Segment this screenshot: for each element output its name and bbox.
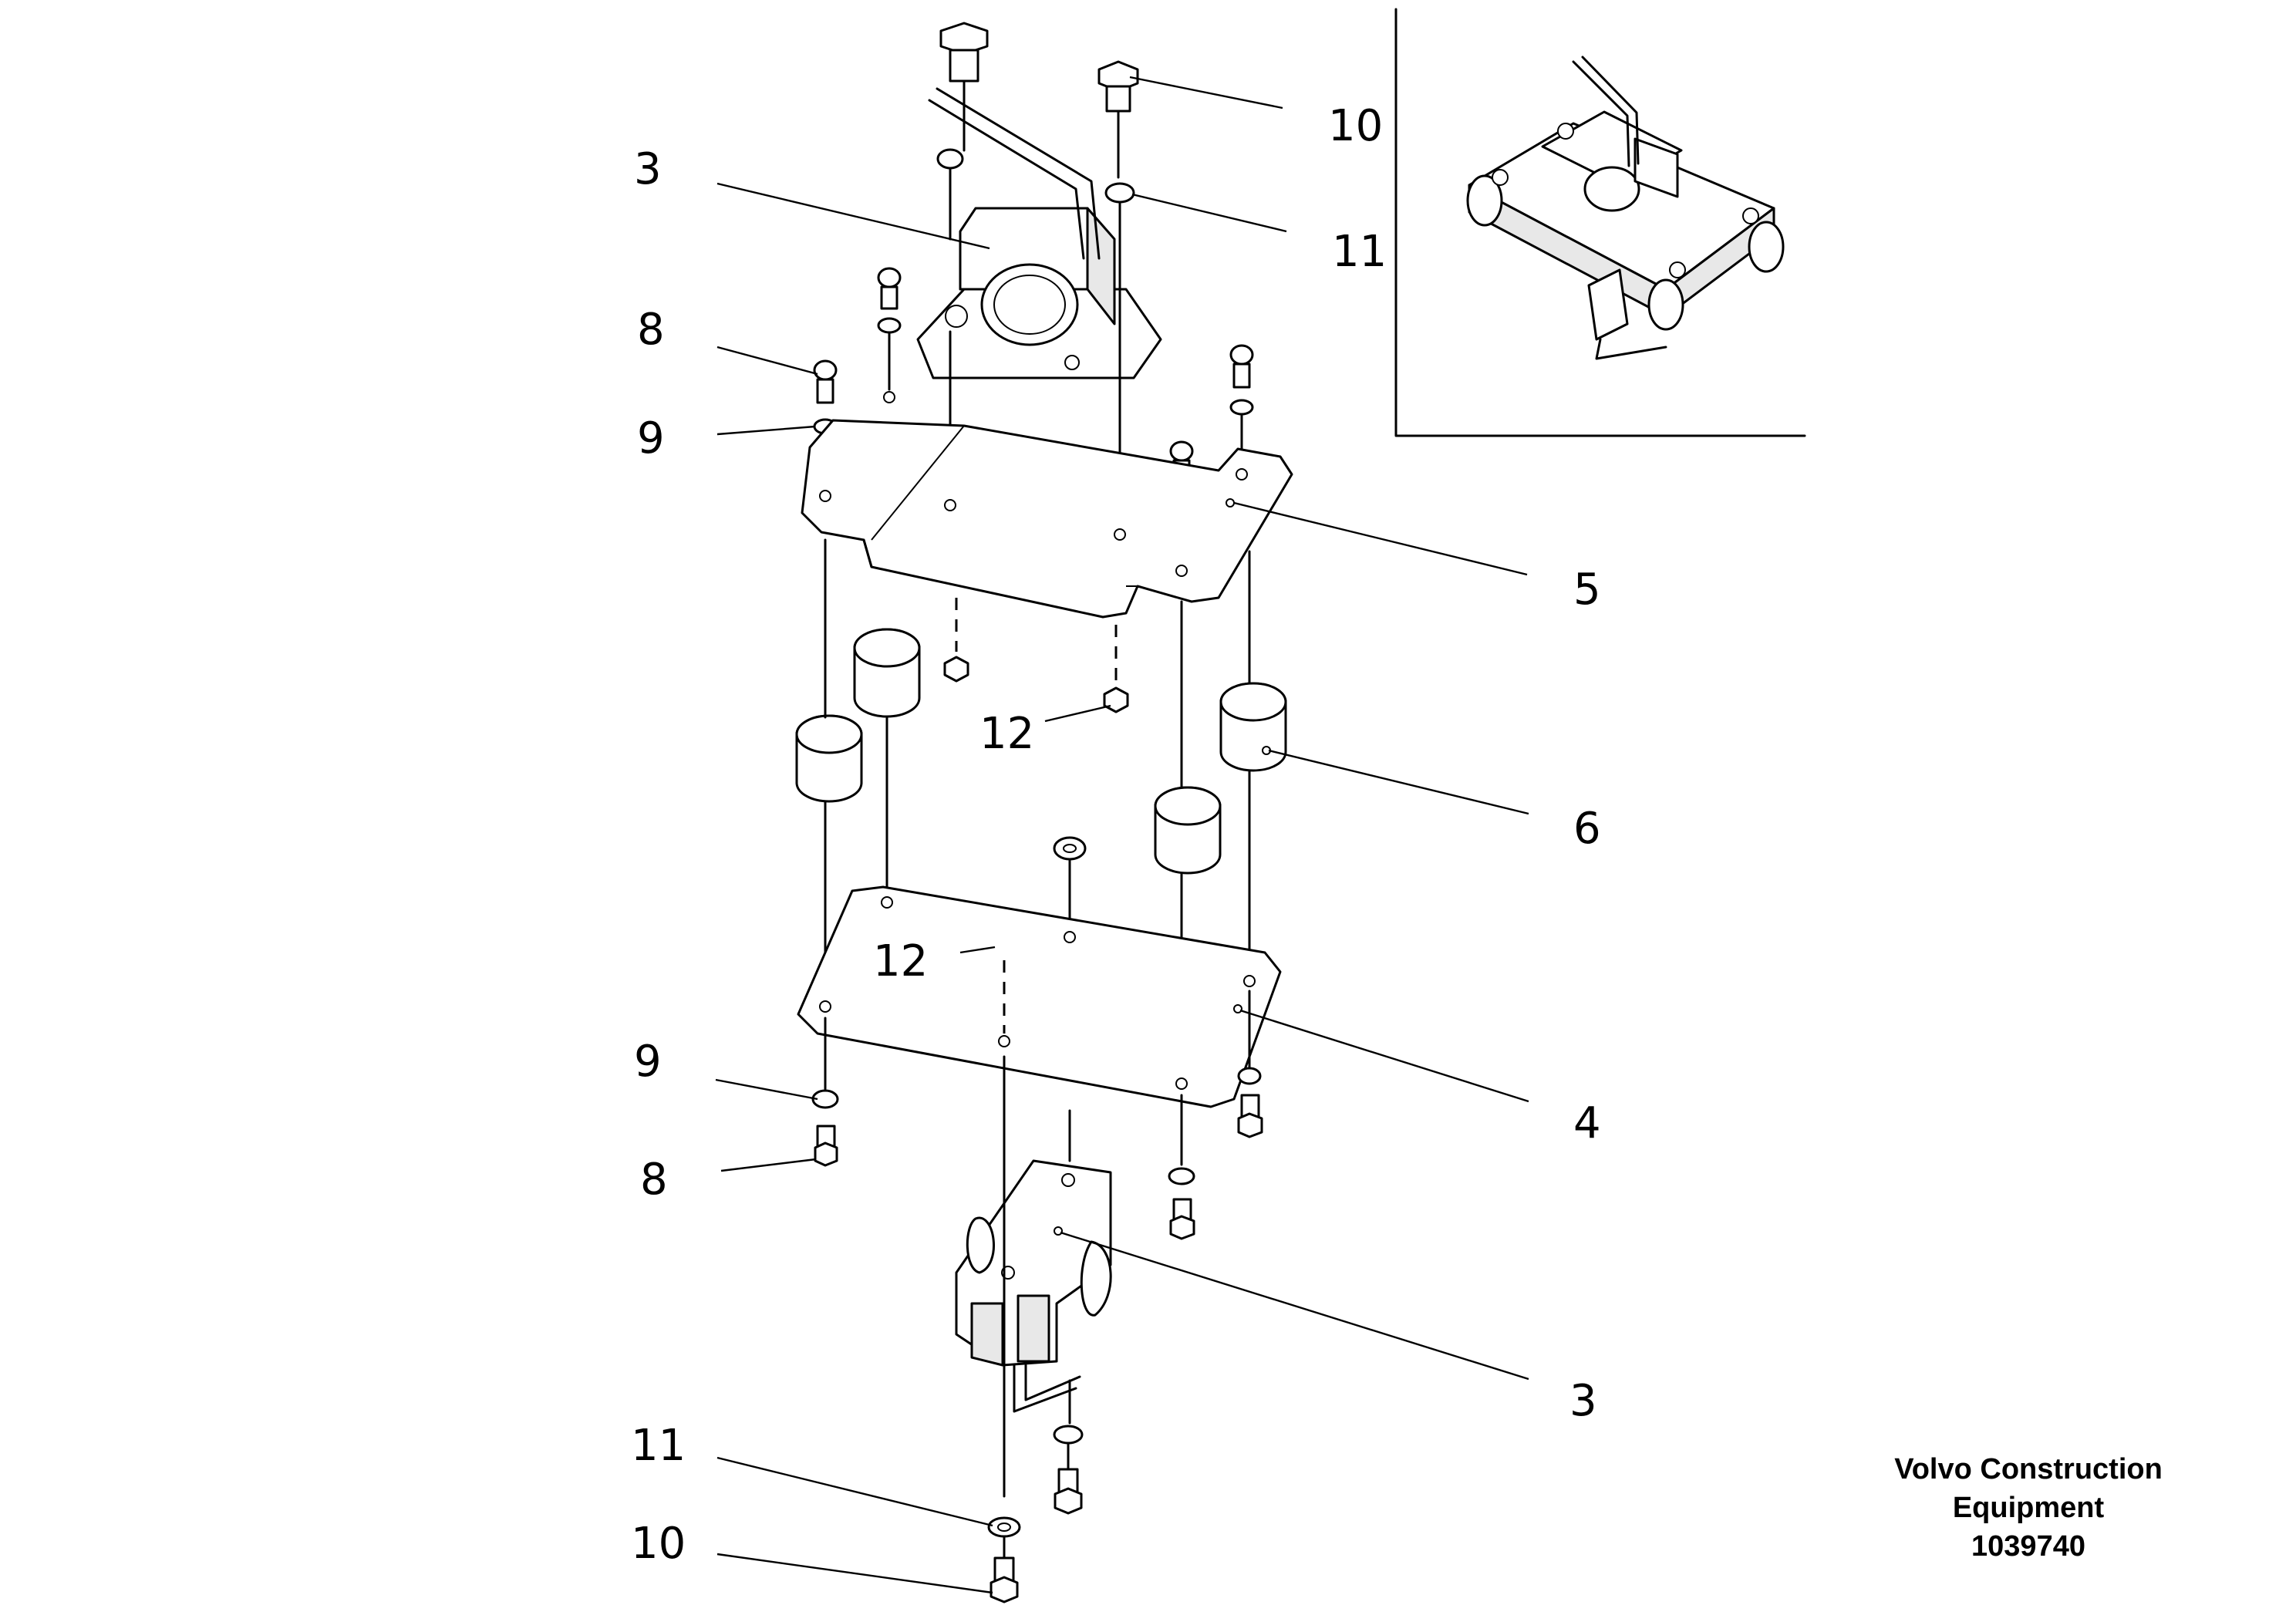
leader-lines: [715, 76, 1529, 1594]
lower-bolts-and-washers: [811, 990, 1263, 1240]
callout-12-upper: 12: [979, 709, 1034, 759]
callout-6: 6: [1573, 804, 1601, 854]
credit-division-line: Equipment: [1952, 1492, 2105, 1524]
callout-10-top: 10: [1328, 101, 1383, 151]
bushings-part-6: [795, 628, 1287, 875]
callout-11-top: 11: [1332, 227, 1387, 277]
assembled-view-inset: [1394, 8, 1806, 437]
manufacturer-credit: Volvo Construction Equipment 1039740: [1836, 1450, 2221, 1566]
callout-4: 4: [1573, 1098, 1601, 1148]
callout-8-bottom: 8: [640, 1155, 668, 1205]
credit-drawing-number: 1039740: [1971, 1530, 2085, 1563]
top-bracket-part-3: [916, 87, 1162, 379]
callout-8-top: 8: [637, 305, 665, 355]
callout-3-bottom: 3: [1569, 1376, 1597, 1426]
bottom-bolts-and-washers: [987, 1425, 1084, 1603]
lower-bracket-part-3: [955, 1055, 1112, 1498]
callout-9-bottom: 9: [634, 1037, 662, 1087]
callout-11-bottom: 11: [631, 1421, 686, 1471]
callout-9-top: 9: [637, 413, 665, 464]
callout-numbers: 3 10 11 8 9 5 12 6 12 9 4 8 3 11 10: [631, 101, 1601, 1569]
callout-12-lower: 12: [873, 936, 928, 986]
lower-plate-part-4: [797, 885, 1282, 1108]
credit-company-line: Volvo Construction: [1894, 1453, 2163, 1485]
callout-5: 5: [1573, 565, 1601, 615]
upper-plate-part-5: [801, 391, 1293, 619]
callout-3-top: 3: [634, 144, 662, 194]
callout-10-bottom: 10: [631, 1519, 686, 1569]
